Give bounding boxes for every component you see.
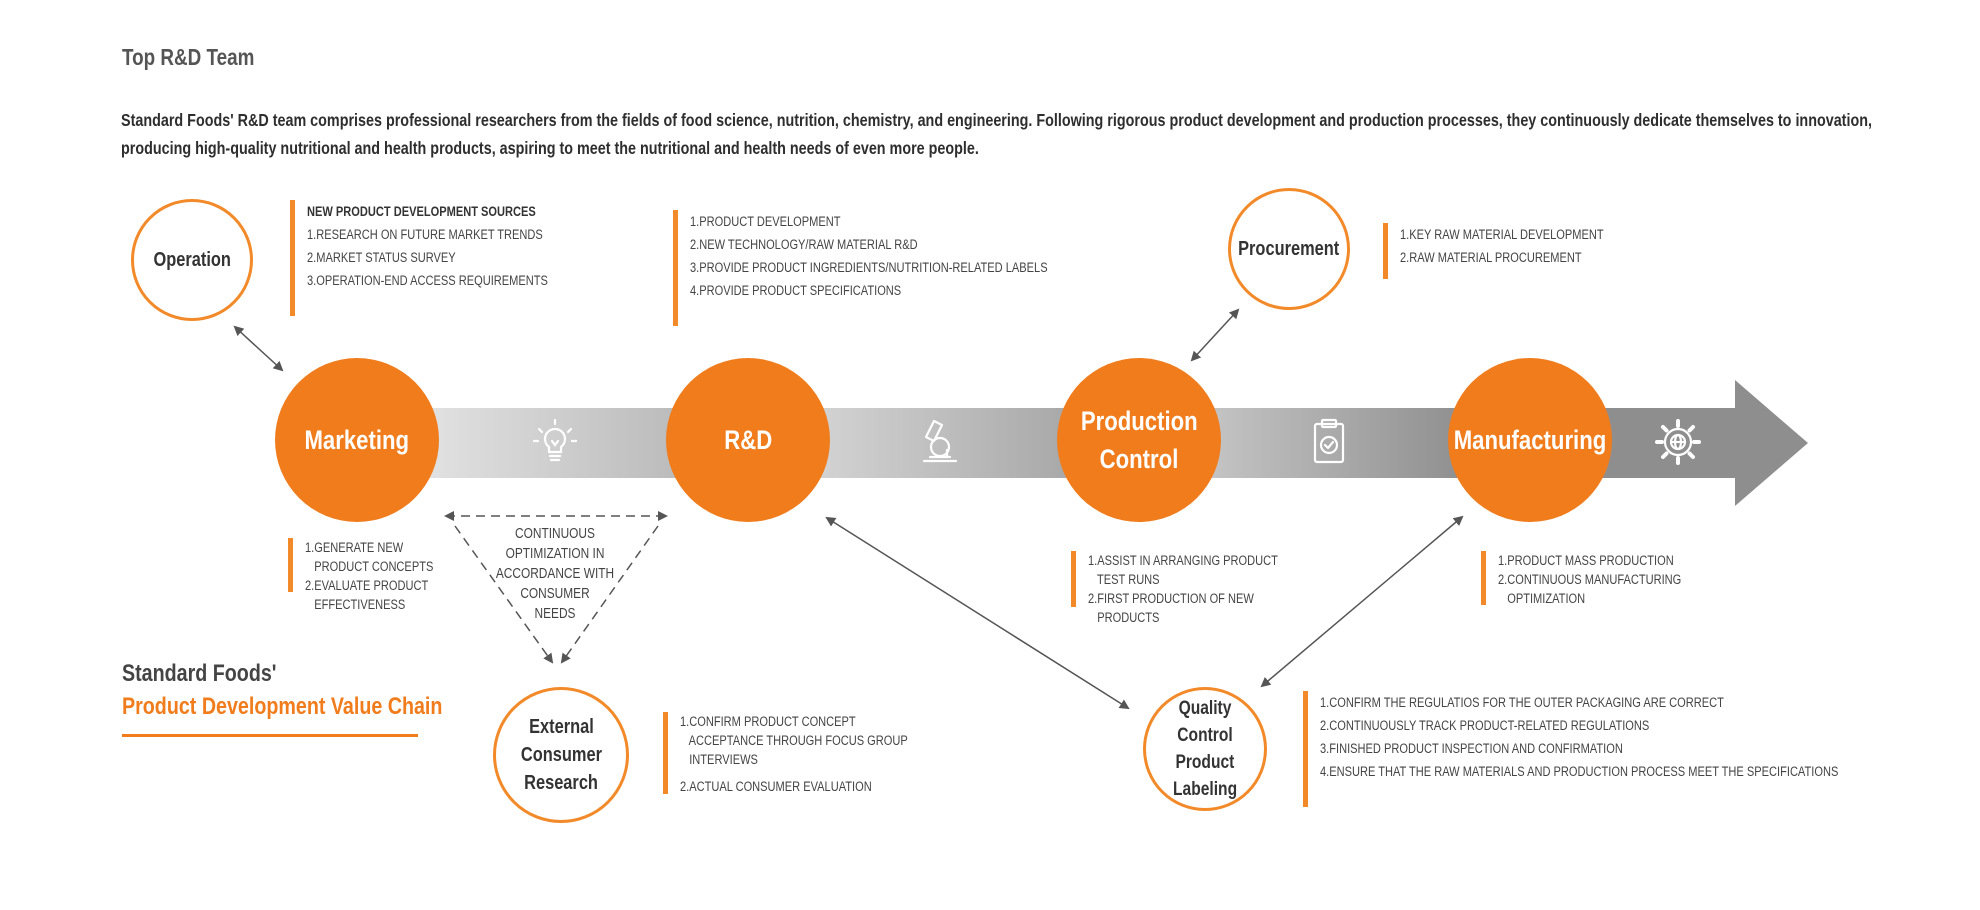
note-item: 2.CONTINUOUSLY TRACK PRODUCT-RELATED REG… bbox=[1320, 718, 1650, 733]
node-procurement-label: Procurement bbox=[1238, 238, 1340, 260]
node-operation: Operation bbox=[131, 199, 253, 321]
optimization-label: CONTINUOUS OPTIMIZATION IN ACCORDANCE WI… bbox=[460, 524, 650, 624]
rnd-qc-connector bbox=[825, 516, 1130, 710]
node-qc-label-1: Quality Control bbox=[1177, 698, 1233, 746]
note-item: 3.FINISHED PRODUCT INSPECTION AND CONFIR… bbox=[1320, 741, 1623, 756]
note-item: 2.RAW MATERIAL PROCUREMENT bbox=[1400, 250, 1582, 265]
manufacturing-qc-connector bbox=[1260, 515, 1464, 688]
note-item: 4.ENSURE THAT THE RAW MATERIALS AND PROD… bbox=[1320, 764, 1839, 779]
node-external-label-2: Consumer bbox=[520, 744, 602, 766]
node-external-consumer-research: External Consumer Research bbox=[493, 687, 629, 823]
note-item: 4.PROVIDE PRODUCT SPECIFICATIONS bbox=[690, 283, 902, 298]
optimization-label-line-3: NEEDS bbox=[534, 606, 576, 622]
procurement-production-connector bbox=[1190, 308, 1240, 362]
note-item: 1.PRODUCT DEVELOPMENT bbox=[690, 214, 841, 229]
note-item: 2.ACTUAL CONSUMER EVALUATION bbox=[680, 779, 872, 794]
value-chain-caption-line-1: Standard Foods' bbox=[122, 660, 277, 687]
stage-production-label-2: Control bbox=[1099, 444, 1179, 474]
note-item: 3.PROVIDE PRODUCT INGREDIENTS/NUTRITION-… bbox=[690, 260, 1048, 275]
page-title: Top R&D Team bbox=[122, 44, 255, 70]
flow-arrowhead bbox=[1735, 380, 1808, 506]
note-manufacturing: 1.PRODUCT MASS PRODUCTION 2.CONTINUOUS M… bbox=[1481, 551, 1722, 606]
stage-manufacturing: Manufacturing bbox=[1448, 358, 1612, 522]
optimization-label-line-2: ACCORDANCE WITH CONSUMER bbox=[495, 566, 615, 602]
note-external-research: 1.CONFIRM PRODUCT CONCEPT ACCEPTANCE THR… bbox=[663, 712, 958, 794]
node-external-label-1: External bbox=[528, 716, 594, 738]
note-item: 2.EVALUATE PRODUCT EFFECTIVENESS bbox=[305, 578, 429, 612]
stage-production-control: Production Control bbox=[1057, 358, 1221, 522]
stage-rnd-label: R&D bbox=[724, 425, 772, 455]
note-rnd: 1.PRODUCT DEVELOPMENT 2.NEW TECHNOLOGY/R… bbox=[673, 210, 1126, 326]
value-chain-caption-line-2: Product Development Value Chain bbox=[122, 693, 443, 720]
microscope-icon bbox=[922, 419, 958, 463]
note-item: 2.CONTINUOUS MANUFACTURING OPTIMIZATION bbox=[1498, 572, 1682, 606]
note-procurement: 1.KEY RAW MATERIAL DEVELOPMENT 2.RAW MAT… bbox=[1383, 223, 1648, 279]
note-operation-heading: NEW PRODUCT DEVELOPMENT SOURCES bbox=[307, 204, 536, 219]
node-procurement: Procurement bbox=[1228, 188, 1350, 310]
node-quality-control: Quality Control Product Labeling bbox=[1143, 687, 1267, 811]
operation-marketing-connector bbox=[233, 325, 284, 372]
node-qc-label-2: Product bbox=[1175, 752, 1235, 773]
stage-marketing: Marketing bbox=[275, 358, 439, 522]
note-item: 1.ASSIST IN ARRANGING PRODUCT TEST RUNS bbox=[1088, 553, 1278, 587]
note-item: 2.MARKET STATUS SURVEY bbox=[307, 250, 456, 265]
note-item: 2.NEW TECHNOLOGY/RAW MATERIAL R&D bbox=[690, 237, 918, 252]
gear-globe-icon bbox=[1655, 419, 1701, 465]
note-item: 1.RESEARCH ON FUTURE MARKET TRENDS bbox=[307, 227, 543, 242]
stage-manufacturing-label: Manufacturing bbox=[1453, 425, 1607, 455]
stage-marketing-label: Marketing bbox=[304, 425, 410, 455]
clipboard-check-icon bbox=[1313, 418, 1345, 464]
stage-production-label-1: Production bbox=[1080, 406, 1198, 436]
note-production-control: 1.ASSIST IN ARRANGING PRODUCT TEST RUNS … bbox=[1071, 551, 1320, 625]
note-marketing: 1.GENERATE NEW PRODUCT CONCEPTS 2.EVALUA… bbox=[288, 538, 462, 612]
note-item: 1.CONFIRM PRODUCT CONCEPT ACCEPTANCE THR… bbox=[680, 714, 908, 767]
note-item: 1.PRODUCT MASS PRODUCTION bbox=[1498, 553, 1674, 568]
note-item: 3.OPERATION-END ACCESS REQUIREMENTS bbox=[307, 273, 548, 288]
note-item: 1.CONFIRM THE REGULATIOS FOR THE OUTER P… bbox=[1320, 695, 1724, 710]
note-item: 1.GENERATE NEW PRODUCT CONCEPTS bbox=[305, 540, 434, 574]
stage-rnd: R&D bbox=[666, 358, 830, 522]
note-quality-control: 1.CONFIRM THE REGULATIOS FOR THE OUTER P… bbox=[1303, 691, 1952, 807]
value-chain-underline bbox=[122, 734, 418, 737]
note-item: 2.FIRST PRODUCTION OF NEW PRODUCTS bbox=[1088, 591, 1254, 625]
optimization-dashed-right bbox=[560, 525, 659, 664]
node-operation-label: Operation bbox=[153, 249, 231, 271]
optimization-label-line-1: CONTINUOUS OPTIMIZATION IN bbox=[505, 526, 605, 562]
optimization-dashed-left bbox=[454, 525, 554, 664]
node-external-label-3: Research bbox=[524, 772, 598, 794]
note-item: 1.KEY RAW MATERIAL DEVELOPMENT bbox=[1400, 227, 1604, 242]
lightbulb-icon bbox=[532, 418, 578, 462]
intro-paragraph: Standard Foods' R&D team comprises profe… bbox=[121, 110, 1872, 158]
note-operation: NEW PRODUCT DEVELOPMENT SOURCES 1.RESEAR… bbox=[290, 200, 601, 316]
node-qc-label-3: Labeling bbox=[1172, 779, 1238, 800]
